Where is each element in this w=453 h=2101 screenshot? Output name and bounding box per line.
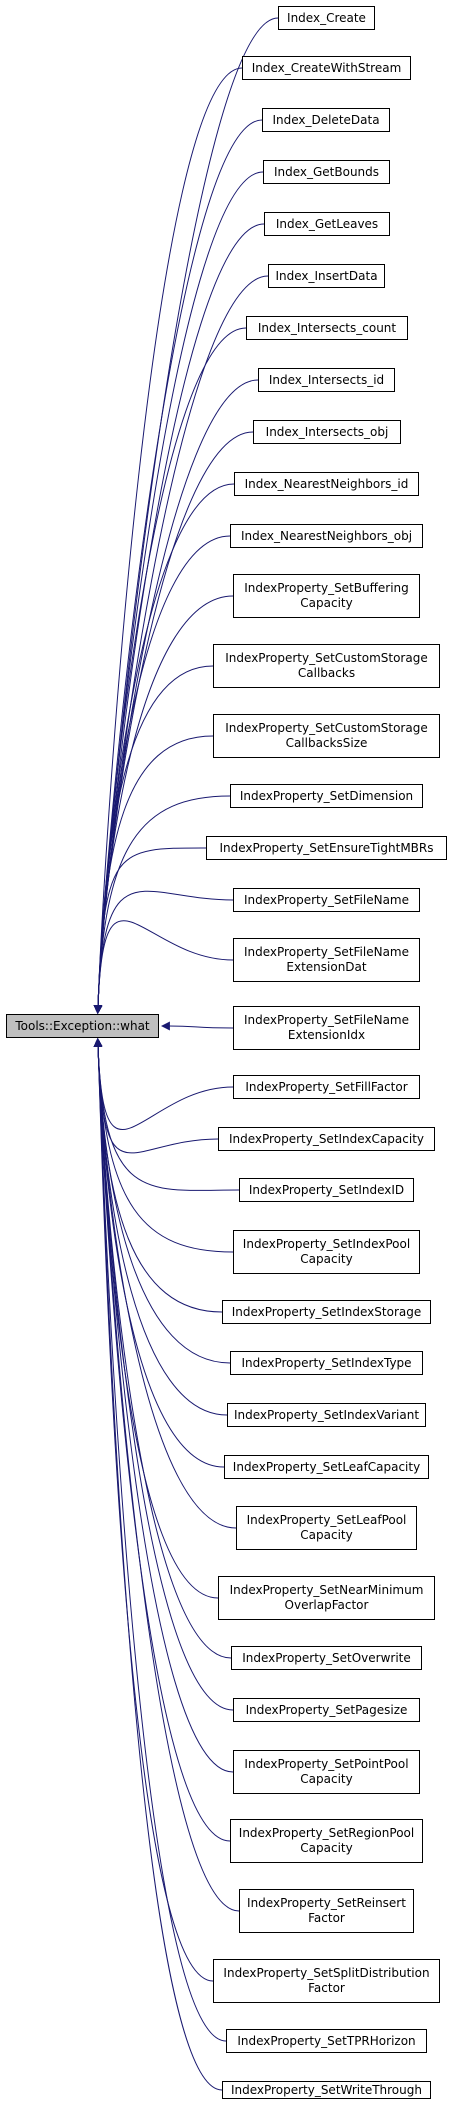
caller-node-indexproperty-setleafcapacity[interactable]: IndexProperty_SetLeafCapacity — [224, 1455, 429, 1479]
caller-node-indexproperty-setcustomstoragecallbacks[interactable]: IndexProperty_SetCustomStorage Callbacks — [213, 644, 440, 688]
edge-indexproperty-setpointpoolcapacity-to-root — [93, 1037, 234, 1773]
caller-node-indexproperty-setsplitdistributionfactor[interactable]: IndexProperty_SetSplitDistribution Facto… — [213, 1959, 440, 2003]
caller-node-index-create[interactable]: Index_Create — [278, 6, 375, 30]
caller-node-indexproperty-setregionpoolcapacity[interactable]: IndexProperty_SetRegionPool Capacity — [230, 1819, 423, 1863]
caller-node-indexproperty-setpointpoolcapacity[interactable]: IndexProperty_SetPointPool Capacity — [233, 1750, 420, 1794]
caller-node-indexproperty-setindexid[interactable]: IndexProperty_SetIndexID — [239, 1178, 414, 1202]
edge-index-deletedata-to-root — [93, 119, 263, 1015]
edge-indexproperty-setpagesize-to-root — [93, 1037, 234, 1711]
caller-node-indexproperty-setindexstorage[interactable]: IndexProperty_SetIndexStorage — [222, 1300, 431, 1324]
edge-indexproperty-settprhorizon-to-root — [93, 1037, 227, 2042]
caller-node-index-createwithstream[interactable]: Index_CreateWithStream — [242, 56, 411, 80]
caller-node-indexproperty-setdimension[interactable]: IndexProperty_SetDimension — [230, 784, 423, 808]
caller-node-index-intersects-id[interactable]: Index_Intersects_id — [258, 368, 395, 392]
edge-indexproperty-setfilename-to-root — [93, 890, 234, 1015]
edge-indexproperty-setcustomstoragecallbackssize-to-root — [93, 735, 214, 1015]
caller-node-indexproperty-setreinsertfactor[interactable]: IndexProperty_SetReinsert Factor — [239, 1889, 414, 1933]
caller-node-indexproperty-setindextype[interactable]: IndexProperty_SetIndexType — [230, 1351, 423, 1375]
caller-node-indexproperty-setfilenameextensiondat[interactable]: IndexProperty_SetFileName ExtensionDat — [233, 938, 420, 982]
caller-node-indexproperty-setnearminimumoverlapfactor[interactable]: IndexProperty_SetNearMinimum OverlapFact… — [218, 1576, 435, 1620]
edge-indexproperty-setindexid-to-root — [93, 1037, 240, 1191]
caller-node-indexproperty-setindexcapacity[interactable]: IndexProperty_SetIndexCapacity — [218, 1127, 435, 1151]
edge-indexproperty-setindexpoolcapacity-to-root — [93, 1037, 234, 1253]
caller-node-indexproperty-setcustomstoragecallbackssize[interactable]: IndexProperty_SetCustomStorage Callbacks… — [213, 714, 440, 758]
caller-node-indexproperty-setoverwrite[interactable]: IndexProperty_SetOverwrite — [231, 1646, 422, 1670]
caller-node-indexproperty-setfilename[interactable]: IndexProperty_SetFileName — [233, 888, 420, 912]
edge-indexproperty-setindexstorage-to-root — [93, 1037, 223, 1313]
caller-node-indexproperty-setbufferingcapacity[interactable]: IndexProperty_SetBuffering Capacity — [233, 574, 420, 618]
edge-indexproperty-setleafcapacity-to-root — [93, 1037, 225, 1468]
caller-node-indexproperty-setensuretightmbrs[interactable]: IndexProperty_SetEnsureTightMBRs — [206, 836, 447, 860]
edge-index-createwithstream-to-root — [93, 67, 243, 1015]
caller-node-index-getbounds[interactable]: Index_GetBounds — [263, 160, 390, 184]
edge-indexproperty-setindexcapacity-to-root — [93, 1037, 219, 1154]
caller-node-indexproperty-settprhorizon[interactable]: IndexProperty_SetTPRHorizon — [226, 2029, 427, 2053]
caller-node-indexproperty-setfillfactor[interactable]: IndexProperty_SetFillFactor — [233, 1075, 420, 1099]
caller-node-index-insertdata[interactable]: Index_InsertData — [268, 264, 385, 288]
caller-node-indexproperty-setindexvariant[interactable]: IndexProperty_SetIndexVariant — [227, 1403, 426, 1427]
edge-indexproperty-setcustomstoragecallbacks-to-root — [93, 665, 214, 1015]
caller-node-index-nearestneighbors-id[interactable]: Index_NearestNeighbors_id — [234, 472, 419, 496]
caller-node-index-getleaves[interactable]: Index_GetLeaves — [264, 212, 390, 236]
edge-indexproperty-setwritethrough-to-root — [93, 1037, 223, 2091]
edge-indexproperty-setreinsertfactor-to-root — [93, 1037, 240, 1912]
caller-node-indexproperty-setindexpoolcapacity[interactable]: IndexProperty_SetIndexPool Capacity — [233, 1230, 420, 1274]
caller-node-indexproperty-setleafpoolcapacity[interactable]: IndexProperty_SetLeafPool Capacity — [236, 1506, 417, 1550]
caller-node-index-nearestneighbors-obj[interactable]: Index_NearestNeighbors_obj — [230, 524, 423, 548]
edge-indexproperty-setfilenameextensiondat-to-root — [93, 920, 234, 1015]
root-node-tools-exception-what[interactable]: Tools::Exception::what — [6, 1014, 159, 1038]
caller-node-index-intersects-count[interactable]: Index_Intersects_count — [246, 316, 408, 340]
edge-indexproperty-setleafpoolcapacity-to-root — [93, 1037, 237, 1529]
edge-indexproperty-setdimension-to-root — [93, 795, 231, 1015]
caller-node-index-deletedata[interactable]: Index_DeleteData — [262, 108, 390, 132]
caller-node-indexproperty-setwritethrough[interactable]: IndexProperty_SetWriteThrough — [222, 2081, 431, 2099]
edge-indexproperty-setensuretightmbrs-to-root — [93, 847, 207, 1015]
edge-indexproperty-setfillfactor-to-root — [93, 1037, 234, 1131]
edge-indexproperty-setfilenameextensionidx-to-root — [160, 1021, 234, 1031]
caller-node-indexproperty-setpagesize[interactable]: IndexProperty_SetPagesize — [233, 1698, 420, 1722]
caller-node-indexproperty-setfilenameextensionidx[interactable]: IndexProperty_SetFileName ExtensionIdx — [233, 1006, 420, 1050]
caller-node-index-intersects-obj[interactable]: Index_Intersects_obj — [253, 420, 401, 444]
